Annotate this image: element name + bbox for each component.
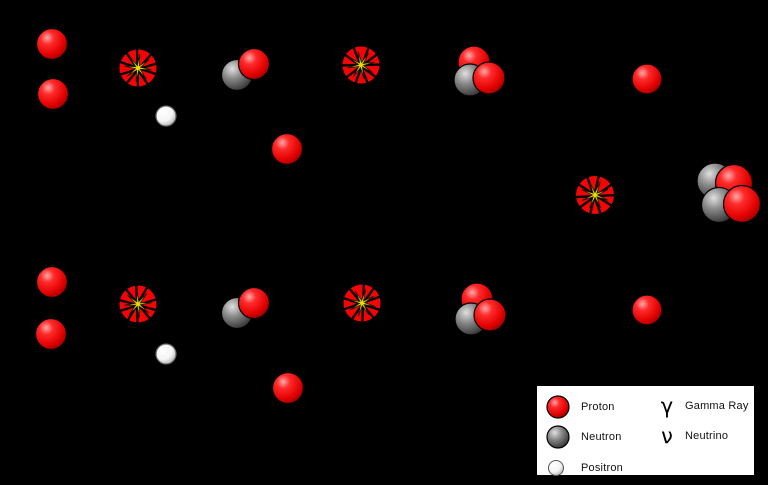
gamma-ray-icon: γ	[660, 394, 674, 418]
legend-row-gamma: γ Gamma Ray	[655, 393, 749, 419]
proton-particle	[237, 286, 271, 320]
proton-particle	[473, 298, 507, 332]
proton-particle	[36, 77, 70, 111]
proton-particle	[237, 47, 271, 81]
legend-label-proton: Proton	[581, 401, 615, 413]
proton-particle	[34, 317, 68, 351]
collision-starburst	[334, 38, 388, 92]
legend-label-neutron: Neutron	[581, 431, 622, 443]
particle-layer	[34, 27, 762, 405]
collision-starburst	[113, 43, 163, 93]
proton-particle	[722, 184, 762, 224]
collision-starburst	[565, 165, 625, 225]
collision-starburst	[332, 273, 392, 333]
legend: Proton Neutron Positron γ Gamma Ray ν Ne…	[535, 384, 756, 477]
proton-particle	[631, 63, 663, 95]
proton-particle	[271, 371, 305, 405]
legend-label-gamma: Gamma Ray	[685, 400, 749, 412]
collision-starburst	[107, 273, 169, 335]
positron-particle	[155, 105, 177, 127]
legend-row-positron: Positron	[545, 455, 623, 481]
proton-particle	[35, 265, 69, 299]
proton-particle	[270, 132, 304, 166]
neutron-icon	[546, 425, 570, 449]
legend-row-neutrino: ν Neutrino	[655, 423, 728, 449]
legend-label-positron: Positron	[581, 462, 623, 474]
legend-row-proton: Proton	[545, 394, 615, 420]
neutrino-icon: ν	[661, 424, 673, 448]
positron-icon	[548, 460, 564, 476]
proton-particle	[35, 27, 69, 61]
proton-icon	[546, 395, 570, 419]
proton-particle	[472, 61, 506, 95]
proton-particle	[631, 294, 663, 326]
legend-label-neutrino: Neutrino	[685, 430, 729, 442]
positron-particle	[155, 343, 177, 365]
legend-row-neutron: Neutron	[545, 424, 622, 450]
